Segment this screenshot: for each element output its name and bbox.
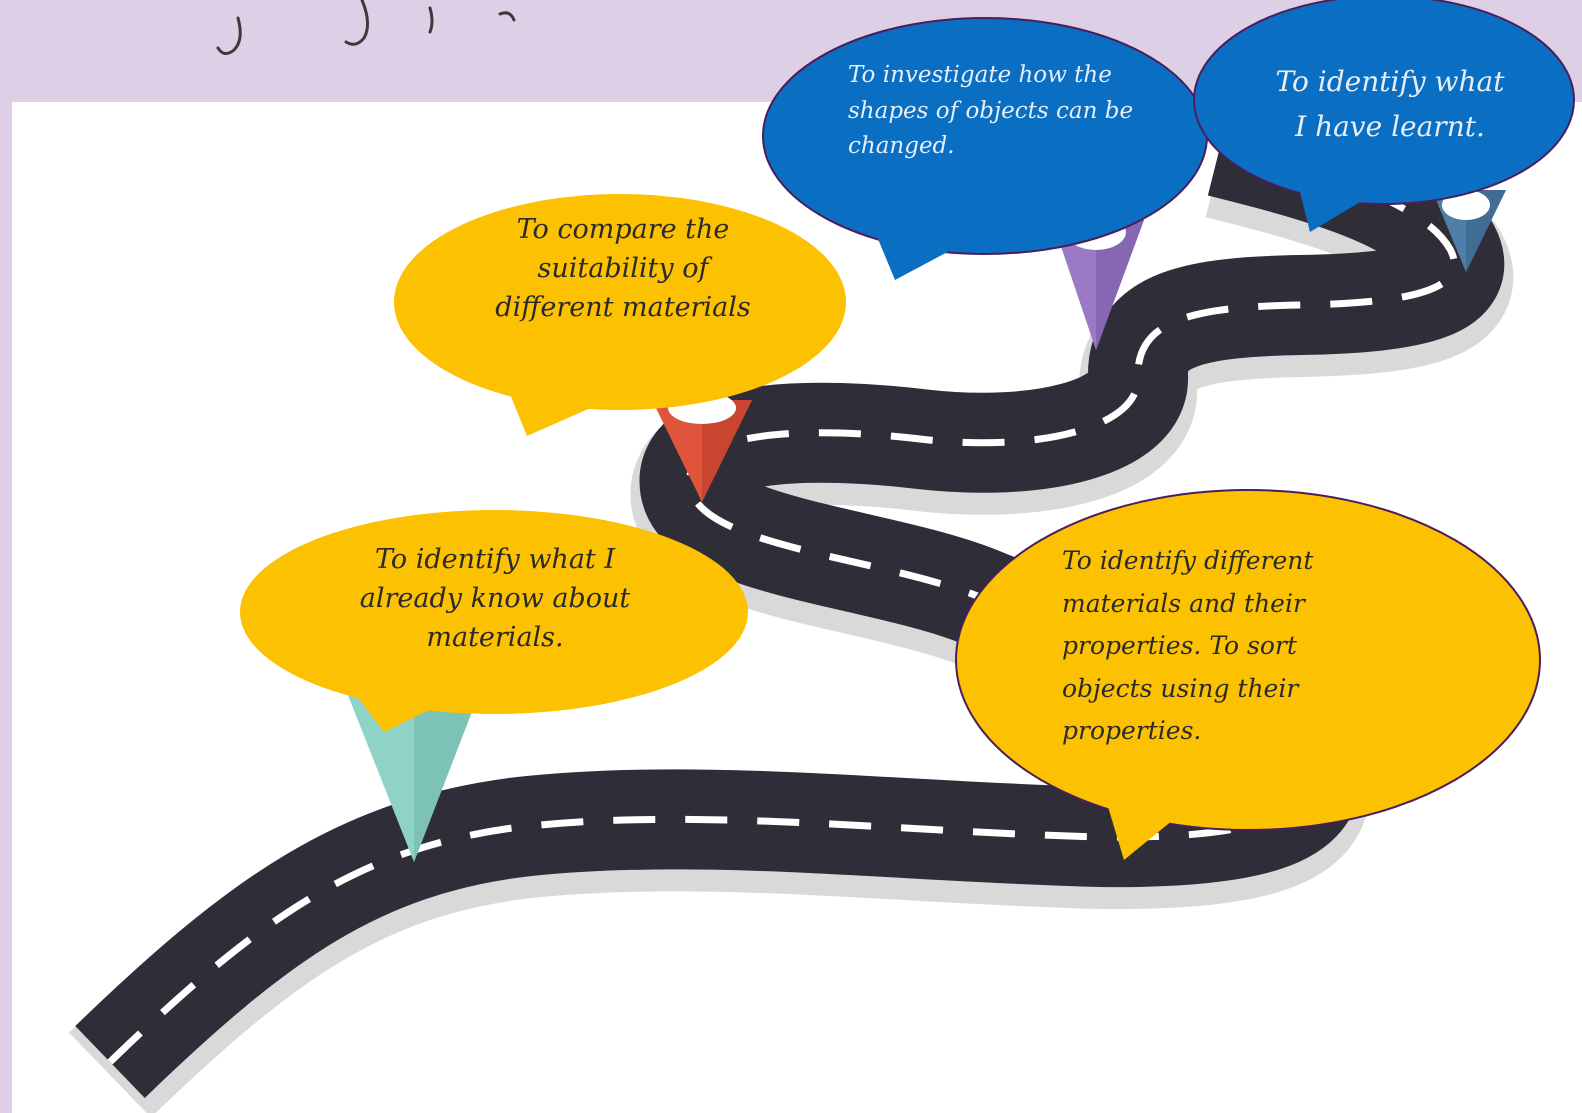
lane-markings: [107, 143, 1458, 1065]
title-fragment: [216, 0, 516, 55]
bubble-2: [394, 194, 846, 436]
milestone-1-text: To identify what I already know about ma…: [359, 544, 631, 654]
bubble-3: [955, 489, 1541, 860]
milestone-2-text: To compare the suitability of different …: [495, 214, 751, 324]
milestone-5-text: To identify what I have learnt.: [1275, 65, 1505, 143]
bubble-5: [1193, 0, 1575, 232]
milestone-3-text: To identify different materials and thei…: [1062, 546, 1314, 745]
milestone-4-text: To investigate how the shapes of objects…: [848, 62, 1134, 160]
pin-5: [1432, 190, 1506, 272]
bubble-1: [240, 510, 748, 732]
